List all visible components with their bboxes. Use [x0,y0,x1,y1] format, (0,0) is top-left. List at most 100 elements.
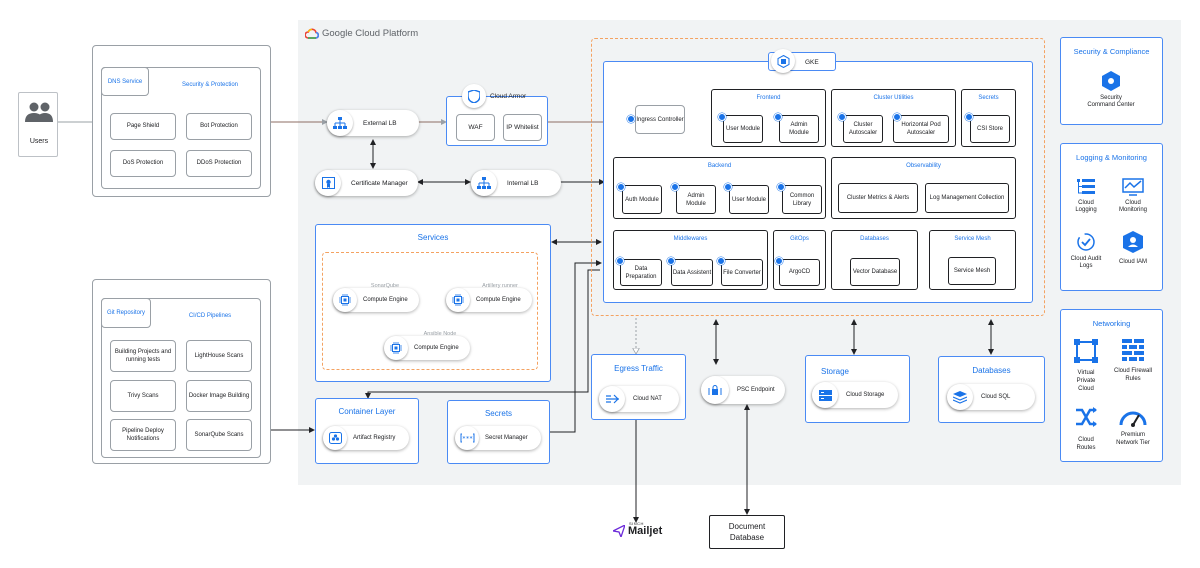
file-converter[interactable]: File Converter [721,259,763,286]
data-preparation[interactable]: Data Preparation [620,259,662,286]
waf-box[interactable]: WAF [456,114,495,141]
dns-service-box[interactable]: DNS Service [101,67,149,96]
users-node[interactable]: Users [18,92,58,157]
observability-title: Observability [906,163,941,169]
page-shield-box[interactable]: Page Shield [110,113,176,140]
gke-label-box[interactable]: GKE [768,49,836,73]
psc-endpoint-label: PSC Endpoint [737,386,775,393]
certificate-manager-node[interactable]: Certificate Manager [315,170,418,196]
gke-icon [771,49,795,73]
security-protection-label: Security & Protection [181,82,239,88]
cluster-metrics-alerts[interactable]: Cluster Metrics & Alerts [838,183,918,213]
argocd[interactable]: ArgoCD [779,259,820,286]
ddos-protection-box[interactable]: DDoS Protection [186,150,252,177]
ip-whitelist-box[interactable]: IP Whitelist [503,114,542,141]
sonarqube-scans-box[interactable]: SonarQube Scans [186,419,252,451]
compute-engine-artillery[interactable]: Compute Engine [446,288,532,312]
vm-tag-ansible: Ansible Node [423,331,457,337]
pod-icon [671,183,679,191]
document-database-box[interactable]: Document Database [709,515,785,549]
lighthouse-box[interactable]: LightHouse Scans [186,340,252,372]
backend-user-module[interactable]: User Module [729,185,769,214]
gke-region [591,38,1045,316]
secret-manager-icon: *** [455,426,479,450]
gitops-title: GitOps [790,236,809,242]
deploy-notifications-box[interactable]: Pipeline Deploy Notifications [110,419,176,451]
gke-label: GKE [805,59,819,66]
external-lb-node[interactable]: External LB [327,110,419,136]
cloud-audit-logs-icon[interactable] [1076,232,1096,252]
secret-manager-node[interactable]: *** Secret Manager [455,426,541,450]
pod-icon [775,257,783,265]
backend-common-library[interactable]: Common Library [782,185,822,214]
premium-network-tier-label: Premium Network Tier [1116,432,1150,446]
data-assistent[interactable]: Data Assistent [671,259,713,286]
bot-protection-box[interactable]: Bot Protection [186,113,252,140]
svg-text:***: *** [462,436,473,443]
storage-title: Storage [820,367,850,376]
vpc-icon[interactable] [1073,338,1099,364]
cloud-routes-icon[interactable] [1074,405,1098,429]
build-tests-box[interactable]: Building Projects and running tests [110,340,176,372]
gke-secrets-title: Secrets [978,95,999,101]
psc-endpoint-node[interactable]: PSC Endpoint [701,376,785,404]
vector-database[interactable]: Vector Database [850,258,900,286]
cicd-pipelines-label: CI/CD Pipelines [188,313,232,319]
git-repository-box[interactable]: Git Repository [101,298,151,328]
cloud-sql-label: Cloud SQL [981,393,1011,400]
external-lb-label: External LB [363,119,397,127]
ingress-controller-box[interactable]: Ingress Controller [635,105,685,134]
compute-engine-icon [446,288,470,312]
mailjet-logo[interactable]: SINCH Mailjet [613,521,665,541]
backend-admin-module[interactable]: Admin Module [676,185,716,214]
security-command-center-icon[interactable] [1100,70,1122,92]
backend-auth-module[interactable]: Auth Module [622,185,662,214]
psc-endpoint-icon [701,376,729,404]
cloud-armor-icon[interactable] [462,84,486,108]
egress-title: Egress Traffic [614,364,663,373]
log-management-collection[interactable]: Log Management Collection [925,183,1009,213]
cloud-iam-label: Cloud IAM [1118,259,1147,265]
horizontal-pod-autoscaler[interactable]: Horizontal Pod Autoscaler [893,115,949,143]
gcp-logo: Google Cloud Platform [305,26,435,40]
csi-store[interactable]: CSI Store [970,115,1010,143]
cloud-storage-node[interactable]: Cloud Storage [812,382,898,408]
frontend-admin-module[interactable]: Admin Module [779,115,819,143]
frontend-user-module[interactable]: User Module [723,115,763,143]
dos-protection-box[interactable]: DoS Protection [110,150,176,177]
networking-title: Networking [1092,319,1131,328]
pod-icon [774,113,782,121]
git-repository-label: Git Repository [106,309,145,316]
cloud-nat-label: Cloud NAT [633,395,662,402]
compute-engine-label: Compute Engine [414,344,459,351]
cloud-sql-node[interactable]: Cloud SQL [947,384,1035,410]
pod-icon [616,257,624,265]
service-mesh-item[interactable]: Service Mesh [948,257,996,285]
gke-databases-title: Databases [860,236,889,242]
artifact-registry-node[interactable]: Artifact Registry [323,426,409,450]
docker-build-box[interactable]: Docker Image Building [186,380,252,412]
compute-engine-sonarqube[interactable]: Compute Engine [333,288,419,312]
users-label: Users [29,138,49,145]
trivy-box[interactable]: Trivy Scans [110,380,176,412]
cloud-monitoring-icon[interactable] [1122,177,1144,197]
platform-name: Google Cloud Platform [322,27,419,39]
artifact-registry-label: Artifact Registry [353,434,396,441]
cloud-firewall-icon[interactable] [1121,338,1145,362]
internal-lb-node[interactable]: Internal LB [471,170,561,196]
cloud-firewall-label: Cloud Firewall Rules [1114,368,1153,382]
cluster-utilities-title: Cluster Utilities [873,95,914,101]
compute-engine-ansible[interactable]: Compute Engine [384,336,470,360]
cloud-iam-icon[interactable] [1121,230,1145,254]
cloud-armor-label: Cloud Armor [490,93,527,100]
security-compliance-title: Security & Compliance [1073,47,1150,56]
pod-icon [724,183,732,191]
premium-network-tier-icon[interactable] [1118,405,1148,429]
security-protection-box [101,67,261,189]
cloud-nat-node[interactable]: Cloud NAT [599,386,679,412]
services-title: Services [417,233,449,242]
compute-engine-icon [333,288,357,312]
cloud-logging-icon[interactable] [1076,177,1096,197]
cluster-autoscaler[interactable]: Cluster Autoscaler [843,115,883,143]
pod-icon [667,257,675,265]
